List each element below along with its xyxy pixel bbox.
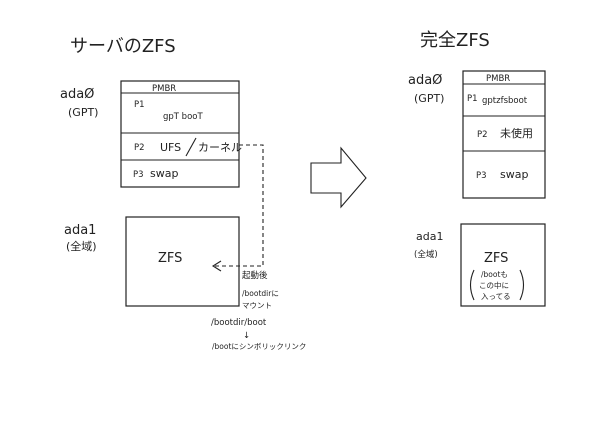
right-p1-id: P1: [467, 94, 478, 104]
right-disk1-note-line1: /bootも: [481, 270, 508, 279]
right-disk1-note-bracket: [469, 269, 525, 301]
note-line3: マウント: [242, 301, 272, 310]
right-pmbr-label: PMBR: [486, 74, 510, 84]
right-disk1-box: [460, 223, 546, 307]
right-disk1-content: ZFS: [484, 251, 508, 266]
note-line4: /bootdir/boot: [211, 318, 267, 328]
right-disk1-note-line2: この中に: [479, 280, 509, 290]
right-disk1-note-line3: 入ってる: [481, 292, 511, 301]
left-disk1-scheme: (全域): [66, 239, 97, 253]
right-p1-content: gptzfsboot: [482, 96, 528, 106]
left-disk1-content: ZFS: [158, 251, 182, 266]
right-p3-id: P3: [476, 171, 487, 181]
right-disk0-name: adaØ: [408, 73, 442, 88]
left-p1-id: P1: [134, 100, 145, 110]
left-disk1-name: ada1: [64, 223, 96, 238]
left-disk1-box: [125, 216, 240, 307]
right-p2-id: P2: [477, 130, 488, 140]
left-disk0-scheme: (GPT): [68, 106, 98, 119]
left-pmbr-label: PMBR: [152, 84, 176, 94]
right-p2-content: 未使用: [500, 127, 533, 140]
right-p3-content: swap: [500, 168, 528, 181]
note-line6: /bootにシンボリックリンク: [212, 342, 306, 351]
note-line5: ↓: [243, 331, 250, 341]
left-p1-content: gpT booT: [163, 112, 203, 122]
note-line2: /bootdirに: [242, 289, 279, 298]
left-p2-content-ufs: UFS: [160, 141, 181, 154]
left-p2-id: P2: [134, 143, 145, 153]
note-line1: 起動後: [242, 270, 268, 281]
right-title: 完全ZFS: [420, 30, 490, 51]
left-p3-id: P3: [133, 170, 144, 180]
right-disk1-scheme: (全域): [414, 249, 438, 260]
right-disk1-name: ada1: [416, 230, 443, 243]
left-p2-content-kernel: カーネル: [198, 141, 242, 154]
left-title: サーバのZFS: [70, 36, 176, 57]
mount-arrow: [211, 144, 264, 272]
left-p3-content: swap: [150, 167, 178, 180]
right-disk0-box: [462, 70, 546, 199]
right-disk0-scheme: (GPT): [414, 92, 444, 105]
left-disk0-box: [120, 80, 240, 188]
transition-arrow: [310, 146, 367, 209]
left-disk0-name: adaØ: [60, 87, 94, 102]
